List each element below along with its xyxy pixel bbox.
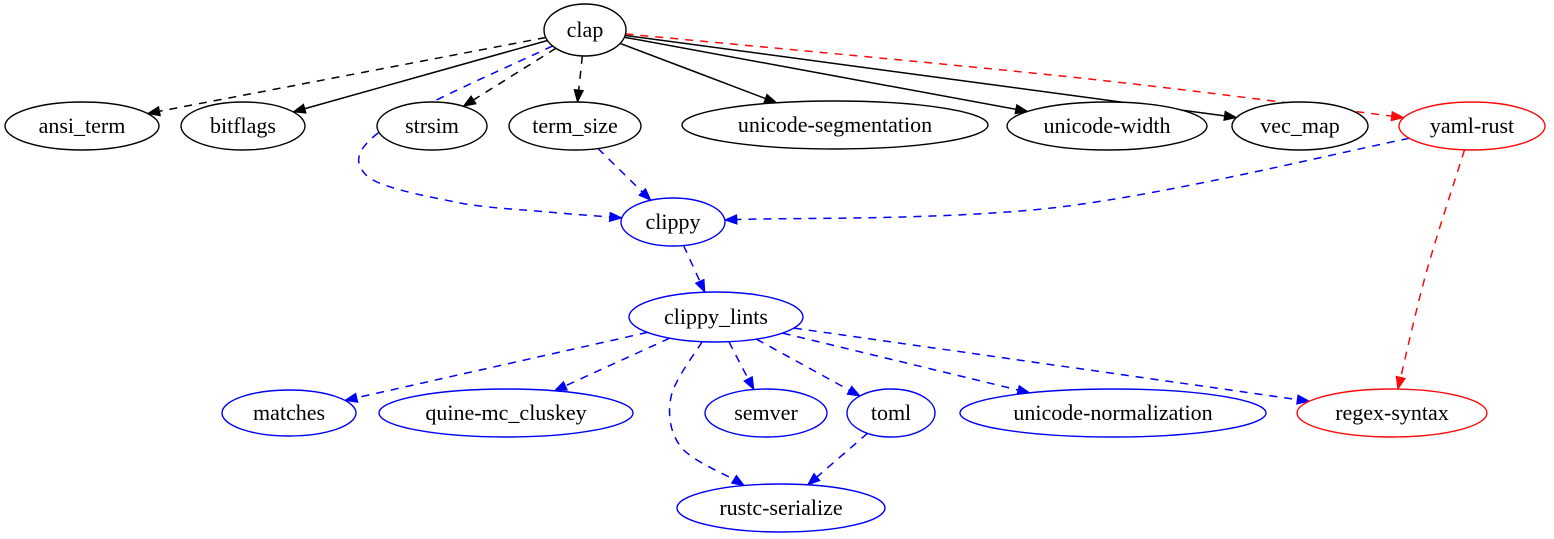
node-rustc-serialize[interactable]: rustc-serialize [676, 483, 886, 533]
node-ellipse-ansi_term [4, 101, 160, 151]
arrowhead-clippy_lints-semver [743, 375, 755, 391]
node-unicode-normalization[interactable]: unicode-normalization [959, 388, 1267, 438]
node-ellipse-clippy [620, 197, 726, 247]
edge-clap-unicode-width [624, 36, 1029, 115]
node-label-matches: matches [253, 400, 325, 425]
edge-clap-ansi_term [146, 36, 546, 117]
node-term_size[interactable]: term_size [508, 101, 642, 151]
node-ellipse-clippy_lints [628, 291, 804, 343]
node-ellipse-unicode-segmentation [681, 100, 989, 150]
arrowhead-clap-unicode-segmentation [763, 93, 778, 104]
edge-clippy_lints-quine-mc_cluskey [553, 337, 671, 392]
node-label-bitflags: bitflags [210, 113, 276, 138]
node-label-yaml-rust: yaml-rust [1430, 113, 1514, 138]
arrowhead-clippy_lints-regex-syntax [1296, 394, 1311, 405]
node-ellipse-semver [704, 388, 828, 438]
node-regex-syntax[interactable]: regex-syntax [1296, 388, 1488, 438]
arrowhead-clap-strsim [462, 95, 477, 108]
node-label-semver: semver [734, 400, 798, 425]
node-label-unicode-normalization: unicode-normalization [1013, 400, 1212, 425]
arrowhead-clap-ansi_term [146, 105, 161, 117]
node-ellipse-toml [846, 388, 936, 438]
node-label-term_size: term_size [532, 113, 618, 138]
node-ansi_term[interactable]: ansi_term [4, 101, 160, 151]
node-label-strsim: strsim [405, 113, 459, 138]
edge-clippy_lints-rustc-serialize [668, 341, 746, 487]
arrowhead-yaml-rust-regex-syntax [1395, 375, 1407, 391]
edge-yaml-rust-regex-syntax [1395, 149, 1466, 391]
node-ellipse-term_size [508, 101, 642, 151]
arrowhead-clap-term_size [573, 89, 585, 104]
arrowhead-clippy-clippy_lints [694, 278, 706, 294]
arrowhead-clap-unicode-width [1014, 103, 1029, 115]
arrowhead-clap-clippy [608, 211, 624, 223]
arrowhead-clap-vec_map [1223, 110, 1238, 122]
node-label-quine-mc_cluskey: quine-mc_cluskey [425, 400, 586, 425]
node-label-clippy_lints: clippy_lints [664, 304, 768, 329]
arrowhead-clippy_lints-rustc-serialize [730, 474, 746, 487]
node-unicode-segmentation[interactable]: unicode-segmentation [681, 100, 989, 150]
edge-clap-term_size [573, 55, 585, 104]
edge-clippy_lints-toml [756, 338, 862, 397]
node-label-clippy: clippy [646, 209, 701, 234]
node-label-vec_map: vec_map [1260, 113, 1339, 138]
edge-clap-strsim [462, 47, 557, 108]
node-toml[interactable]: toml [846, 388, 936, 438]
node-ellipse-vec_map [1231, 101, 1369, 151]
node-bitflags[interactable]: bitflags [180, 101, 306, 151]
node-ellipse-bitflags [180, 101, 306, 151]
node-label-clap: clap [567, 17, 604, 42]
node-semver[interactable]: semver [704, 388, 828, 438]
arrowhead-clap-bitflags [291, 103, 307, 114]
edge-clap-clippy [358, 45, 624, 223]
node-label-unicode-width: unicode-width [1043, 113, 1170, 138]
node-ellipse-quine-mc_cluskey [378, 388, 634, 438]
edge-clippy_lints-regex-syntax [793, 327, 1311, 405]
edge-clippy_lints-matches [343, 331, 648, 403]
node-matches[interactable]: matches [221, 389, 357, 437]
edge-clap-bitflags [291, 39, 548, 114]
node-clap[interactable]: clap [543, 3, 627, 57]
node-label-ansi_term: ansi_term [39, 113, 126, 138]
node-ellipse-strsim [376, 101, 488, 151]
node-ellipse-yaml-rust [1398, 101, 1546, 151]
edge-clippy_lints-unicode-normalization [782, 332, 1032, 396]
node-ellipse-regex-syntax [1296, 388, 1488, 438]
node-label-rustc-serialize: rustc-serialize [719, 495, 842, 520]
node-label-toml: toml [871, 400, 911, 425]
node-ellipse-unicode-width [1006, 101, 1208, 151]
node-strsim[interactable]: strsim [376, 101, 488, 151]
node-yaml-rust[interactable]: yaml-rust [1398, 101, 1546, 151]
arrowhead-clap-yaml-rust [1390, 110, 1405, 122]
node-quine-mc_cluskey[interactable]: quine-mc_cluskey [378, 388, 634, 438]
node-label-regex-syntax: regex-syntax [1335, 400, 1449, 425]
node-ellipse-rustc-serialize [676, 483, 886, 533]
arrowhead-term_size-clippy [638, 187, 652, 202]
arrowhead-yaml-rust-clippy [723, 214, 738, 225]
edge-clippy-clippy_lints [682, 245, 706, 294]
node-ellipse-unicode-normalization [959, 388, 1267, 438]
node-clippy[interactable]: clippy [620, 197, 726, 247]
arrowhead-toml-rustc-serialize [806, 472, 821, 486]
node-label-unicode-segmentation: unicode-segmentation [738, 112, 932, 137]
arrowhead-clippy_lints-quine-mc_cluskey [553, 380, 569, 392]
edge-yaml-rust-clippy [723, 137, 1410, 225]
edge-toml-rustc-serialize [806, 432, 868, 486]
edge-term_size-clippy [597, 147, 652, 202]
node-ellipse-clap [543, 3, 627, 57]
node-ellipse-matches [221, 389, 357, 437]
arrowhead-clippy_lints-toml [846, 385, 862, 397]
arrowhead-clippy_lints-matches [343, 392, 359, 403]
node-unicode-width[interactable]: unicode-width [1006, 101, 1208, 151]
edge-clippy_lints-semver [728, 341, 755, 391]
node-vec_map[interactable]: vec_map [1231, 101, 1369, 151]
node-clippy_lints[interactable]: clippy_lints [628, 291, 804, 343]
